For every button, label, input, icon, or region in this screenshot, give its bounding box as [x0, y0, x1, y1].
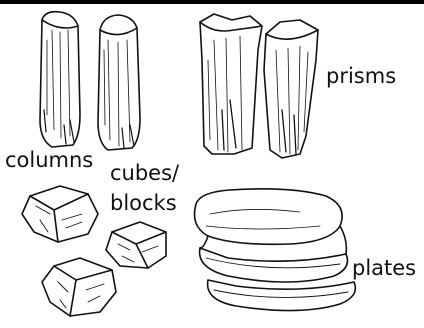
prisms-drawing	[200, 14, 318, 158]
plates-drawing	[195, 189, 356, 311]
label-plates: plates	[352, 258, 416, 279]
label-columns: columns	[5, 150, 93, 171]
label-prisms: prisms	[326, 66, 396, 87]
columns-drawing	[40, 12, 140, 150]
label-cubes: cubes/	[110, 163, 179, 184]
label-blocks: blocks	[110, 193, 177, 214]
